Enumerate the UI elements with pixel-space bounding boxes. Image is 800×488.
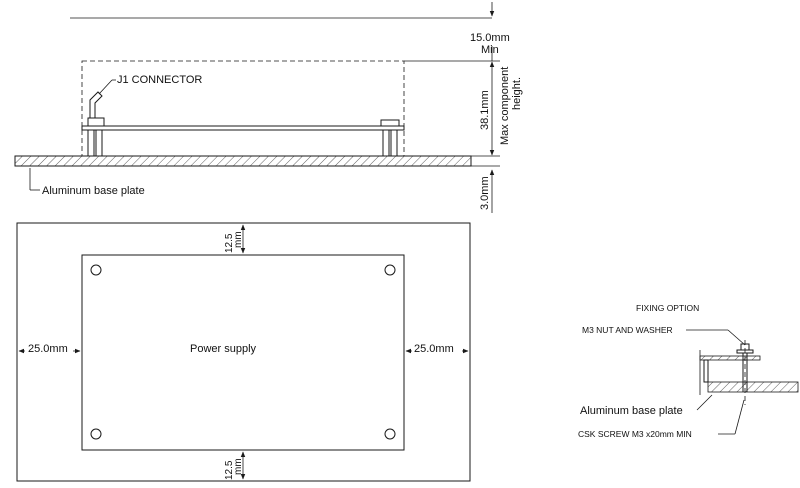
right-standoff-b [390, 129, 398, 157]
mounting-hole-top-left [90, 264, 102, 276]
left-standoff-b [95, 129, 103, 157]
detail-base-plate-leader [696, 394, 713, 411]
clearance-dim-value: 15.0mm [470, 32, 510, 44]
top-view: Power supply 25.0mm 25.0mm 12.5 mm 12.5 … [16, 222, 471, 482]
top-margin-dim-unit: mm [233, 231, 244, 248]
base-thickness-dim-value: 3.0mm [479, 176, 491, 210]
detail-base-plate-section [707, 381, 799, 393]
right-margin-dim-value: 25.0mm [414, 343, 454, 355]
side-view: J1 CONNECTOR Aluminum base plate 15.0mm … [14, 2, 523, 213]
j1-leader-line [98, 79, 113, 95]
right-standoff-a [382, 129, 390, 157]
detail-pcb-section [699, 355, 761, 361]
left-margin-dim-value: 25.0mm [28, 343, 68, 355]
csk-screw-label: CSK SCREW M3 x20mm MIN [578, 429, 692, 439]
nut-washer-label: M3 NUT AND WASHER [582, 325, 673, 335]
mounting-hole-bottom-right [384, 428, 396, 440]
detail-base-plate-label: Aluminum base plate [580, 405, 683, 417]
aluminum-base-plate-side [14, 155, 472, 167]
power-supply-label: Power supply [190, 343, 257, 355]
pcb-board [81, 125, 405, 131]
component-height-dim-label-2: height. [511, 77, 523, 110]
bottom-margin-dim-value: 12.5 [224, 460, 235, 480]
bottom-margin-dim-unit: mm [233, 458, 244, 475]
top-margin-dim-value: 12.5 [224, 233, 235, 253]
j1-connector-shape [87, 91, 105, 127]
base-plate-label: Aluminum base plate [42, 185, 145, 197]
fixing-option-title: FIXING OPTION [636, 303, 699, 313]
power-supply-board-outline [81, 254, 405, 451]
nut-leader-diagonal [727, 329, 746, 346]
component-height-dim-label-1: Max component [499, 67, 511, 145]
base-plate-top-outline [16, 222, 471, 482]
mounting-hole-bottom-left [90, 428, 102, 440]
right-clamp [380, 119, 400, 127]
screw-leader-diagonal [734, 399, 745, 435]
component-height-dim-value: 38.1mm [479, 90, 491, 130]
left-standoff-a [87, 129, 95, 157]
mounting-hole-top-right [384, 264, 396, 276]
clearance-dim-qualifier: Min [481, 44, 499, 56]
j1-connector-label: J1 CONNECTOR [117, 74, 202, 86]
fixing-detail: FIXING OPTION M3 NUT AND WASHER Aluminum… [578, 303, 799, 439]
